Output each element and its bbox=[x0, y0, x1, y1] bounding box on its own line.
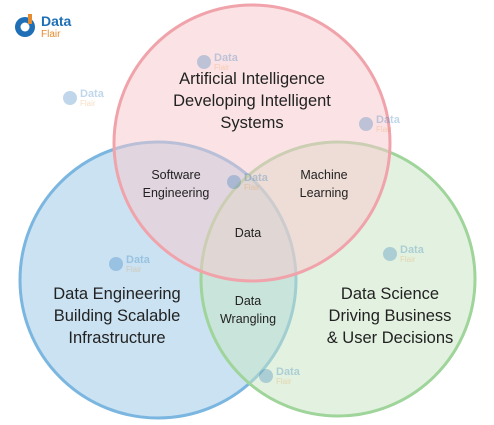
data-engineering-label: Data Engineering Building Scalable Infra… bbox=[53, 285, 181, 347]
watermark-logo: Data Flair bbox=[108, 254, 150, 277]
artificial-intelligence-circle bbox=[112, 3, 392, 283]
watermark-logo: Data Flair bbox=[62, 88, 104, 111]
software-engineering-label: Software Engineering bbox=[142, 168, 210, 200]
data-wrangling-label: Data Wrangling bbox=[219, 294, 277, 326]
brand-logo: Data Flair bbox=[14, 12, 84, 46]
brand-sub: Flair bbox=[41, 29, 61, 40]
watermark-logo: Data Flair bbox=[196, 52, 238, 75]
artificial-intelligence-label: Artificial Intelligence Developing Intel… bbox=[173, 70, 331, 132]
watermark-logo: Data Flair bbox=[358, 114, 400, 137]
data-science-label: Data Science Driving Business & User Dec… bbox=[326, 285, 454, 347]
watermark-icon bbox=[109, 257, 123, 271]
watermark-icon bbox=[259, 369, 273, 383]
watermark-icon bbox=[227, 175, 241, 189]
brand-logo-icon bbox=[15, 14, 35, 37]
watermark-icon bbox=[63, 91, 77, 105]
watermark-logo: Data Flair bbox=[382, 244, 424, 267]
watermark-logo: Data Flair bbox=[226, 172, 268, 195]
machine-learning-label: Machine Learning bbox=[299, 168, 349, 200]
watermark-logo: Data Flair bbox=[258, 366, 300, 389]
watermark-icon bbox=[383, 247, 397, 261]
brand-name: Data bbox=[41, 13, 72, 29]
center-data-label: Data bbox=[234, 226, 262, 240]
watermark-icon bbox=[359, 117, 373, 131]
watermark-icon bbox=[197, 55, 211, 69]
